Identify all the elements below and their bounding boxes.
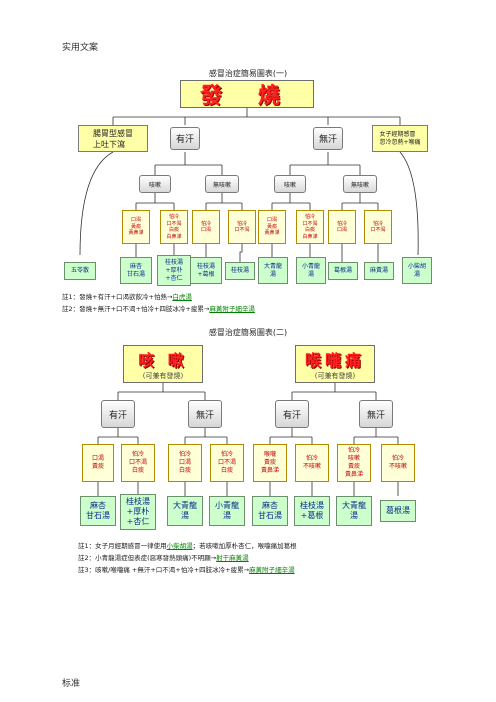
chart1-symptom-5: 口渴 黃痰 黃鼻涕: [258, 210, 286, 244]
chart1-symptom-6: 怕冷 口不渴 白痰 白鼻涕: [296, 210, 324, 244]
chart2-note-3-link[interactable]: 麻黃附子細辛湯: [249, 566, 295, 574]
chart2-remedy-4: 小青龍 湯: [209, 496, 245, 526]
chart2-root-throat: 喉嚨痛 (可兼有發燒): [295, 345, 375, 383]
chart2-note-1: 註1：女子月經期感冒一律使用小柴胡湯；若咳嗽加厚朴杏仁，喉嚨痛加葛根: [78, 540, 297, 550]
chart1-node-nocough-b: 無咳嗽: [343, 175, 377, 193]
chart1-symptom-4: 怕冷 口不渴: [228, 210, 256, 244]
chart1-node-nocough-a: 無咳嗽: [205, 175, 239, 193]
chart1-remedy-3: 桂枝湯 +厚朴 +杏仁: [157, 255, 191, 286]
chart2-symptom-8: 怕冷 不咳嗽: [381, 444, 415, 482]
chart2-remedy-2: 桂枝湯 +厚朴 +杏仁: [120, 494, 156, 530]
chart2-symptom-5: 喉嚨 黃痰 黃鼻涕: [253, 444, 287, 482]
chart2-remedy-7: 大青龍 湯: [336, 496, 372, 526]
chart1-remedy-7: 小青龍 湯: [296, 257, 326, 284]
chart1-node-cough-b: 咳嗽: [274, 175, 306, 193]
chart2-node-sweat-a: 有汗: [101, 400, 135, 428]
chart2-root-cough-sub: (可兼有發燒): [142, 372, 184, 380]
chart2-note-1-link[interactable]: 小柴胡湯: [166, 542, 193, 550]
chart2-note-2: 註2：小青龍湯症但表症(惡寒發熱頭痛)不明顯→射干麻黃湯: [78, 552, 249, 562]
chart1-note-2-text: 註2：發燒+無汗+口不渴+怕冷+四肢冰冷+疲累→: [62, 305, 210, 313]
chart2-node-nosweat-a: 無汗: [188, 400, 222, 428]
chart2-symptom-6: 怕冷 不咳嗽: [295, 444, 329, 482]
chart1-note-1-link[interactable]: 白虎湯: [172, 293, 192, 301]
chart1-remedy-1: 五苓散: [64, 262, 96, 280]
chart1-node-nosweat: 無汗: [313, 127, 343, 150]
chart1-note-2: 註2：發燒+無汗+口不渴+怕冷+四肢冰冷+疲累→麻黃附子細辛湯: [62, 303, 255, 313]
chart1-note-2-link[interactable]: 麻黃附子細辛湯: [209, 305, 255, 313]
chart1-symptom-3: 怕冷 口渴: [192, 210, 220, 244]
chart1-node-menstrual: 女子經期感冒 忽冷忽熱+喉痛: [372, 125, 428, 152]
page-header: 实用文案: [62, 43, 99, 53]
chart1-remedy-9: 麻黃湯: [364, 262, 394, 280]
chart2-note-3: 註3：咳嗽/喉嚨痛 +無汗+口不渴+怕冷+四肢冰冷+疲累→麻黃附子細辛湯: [78, 564, 295, 574]
chart1-symptom-8: 怕冷 口不渴: [364, 210, 392, 244]
chart1-symptom-2: 怕冷 口不渴 白痰 白鼻涕: [160, 210, 188, 244]
chart2-remedy-1: 麻杏 甘石湯: [80, 496, 116, 526]
chart2-symptom-7: 怕冷 咳嗽 黃痰 黃鼻涕: [337, 444, 371, 482]
chart2-root-cough-label: 咳 嗽: [138, 351, 188, 370]
chart1-note-1: 註1：發燒+有汗+口渴欲飲冷+怕熱→白虎湯: [62, 291, 192, 301]
chart2-symptom-2: 怕冷 口不渴 白痰: [121, 444, 155, 482]
chart2-root-cough: 咳 嗽 (可兼有發燒): [123, 345, 203, 383]
chart1-note-1-text: 註1：發燒+有汗+口渴欲飲冷+怕熱→: [62, 293, 173, 301]
chart2-root-throat-label: 喉嚨痛: [304, 351, 365, 370]
chart1-root-fever: 發 燒: [180, 80, 314, 109]
chart1-remedy-4: 桂枝湯 +葛根: [190, 257, 222, 284]
chart1-node-sweat: 有汗: [170, 127, 200, 150]
chart2-note-1-tail: ；若咳嗽加厚朴杏仁，喉嚨痛加葛根: [192, 542, 297, 550]
chart1-remedy-2: 麻杏 甘石湯: [120, 257, 152, 284]
chart2-symptom-1: 口渴 黃痰: [82, 444, 114, 482]
chart1-remedy-10: 小柴胡 湯: [402, 257, 432, 284]
chart2-node-nosweat-b: 無汗: [359, 400, 393, 428]
chart1-title: 感冒治症簡易圖表(一): [208, 69, 288, 78]
chart2-symptom-4: 怕冷 口不渴 白痰: [210, 444, 244, 482]
chart2-node-sweat-b: 有汗: [275, 400, 309, 428]
chart2-note-1-text: 註1：女子月經期感冒一律使用: [78, 542, 167, 550]
chart1-remedy-5: 桂枝湯: [225, 262, 255, 280]
chart1-symptom-1: 口渴 黃痰 黃鼻涕: [122, 210, 150, 244]
chart1-node-cough-a: 咳嗽: [139, 175, 171, 193]
chart1-remedy-8: 葛根湯: [328, 262, 358, 280]
chart1-remedy-6: 大青龍 湯: [258, 257, 288, 284]
page-footer: 标准: [62, 679, 81, 689]
chart2-note-2-text: 註2：小青龍湯症但表症(惡寒發熱頭痛)不明顯→: [78, 554, 217, 562]
chart1-node-gastro: 腸胃型感冒 上吐下瀉: [78, 125, 148, 152]
chart2-remedy-5: 麻杏 甘石湯: [252, 496, 288, 526]
chart2-title: 感冒治症簡易圖表(二): [208, 328, 288, 337]
chart2-remedy-3: 大青龍 湯: [167, 496, 203, 526]
chart2-remedy-8: 葛根湯: [380, 500, 416, 522]
chart2-symptom-3: 怕冷 口渴 白痰: [168, 444, 202, 482]
chart1-root-label: 發 燒: [200, 84, 294, 109]
chart2-remedy-6: 桂枝湯 +葛根: [294, 496, 330, 526]
chart1-symptom-7: 怕冷 口渴: [328, 210, 356, 244]
chart2-root-throat-sub: (可兼有發燒): [314, 372, 356, 380]
chart2-note-3-text: 註3：咳嗽/喉嚨痛 +無汗+口不渴+怕冷+四肢冰冷+疲累→: [78, 566, 250, 574]
chart2-note-2-link[interactable]: 射干麻黃湯: [216, 554, 249, 562]
